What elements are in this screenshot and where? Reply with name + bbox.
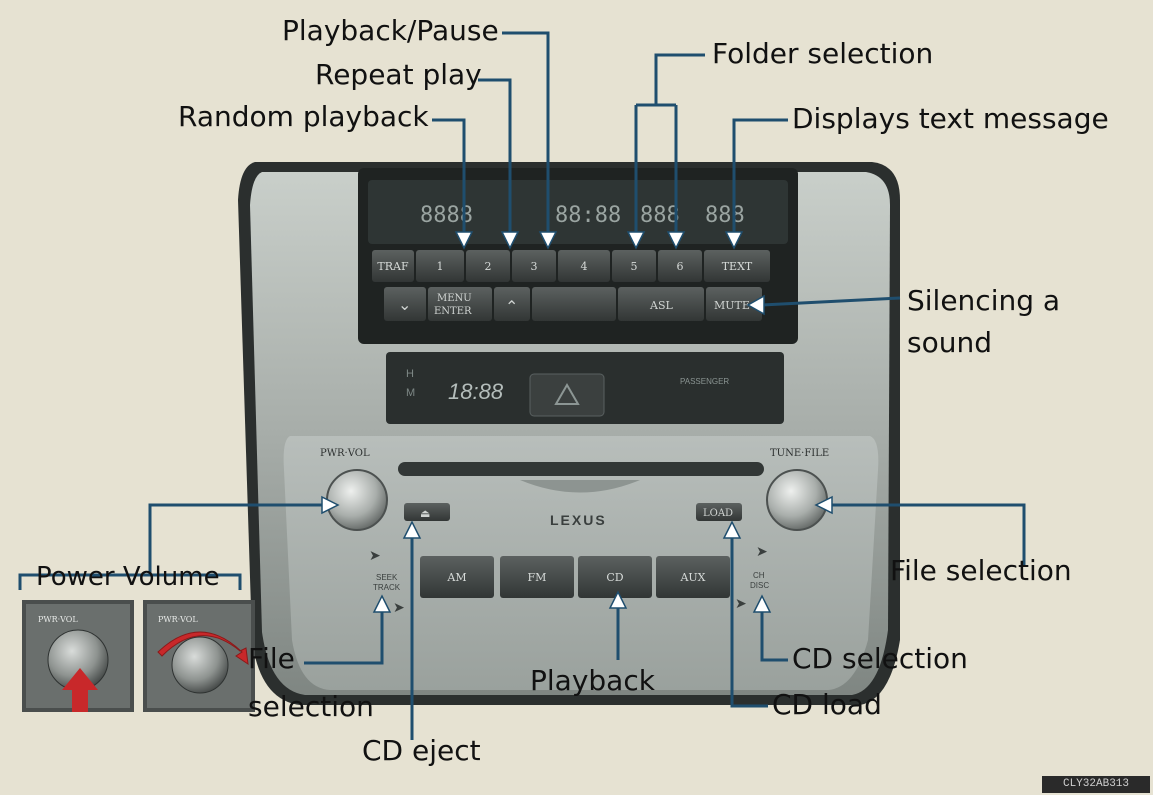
callout-displays-text-message: Displays text message: [792, 100, 1109, 138]
inset-turn-label: PWR·VOL: [158, 615, 198, 624]
preset-traf-label: TRAF: [377, 260, 409, 273]
svg-text:888: 888: [640, 203, 680, 228]
menu-enter-label-1: MENU: [437, 293, 472, 304]
preset-4-label: 4: [581, 260, 588, 273]
inset-press-label: PWR·VOL: [38, 615, 78, 624]
source-cd-label: CD: [606, 571, 623, 584]
svg-text:888: 888: [705, 203, 745, 228]
mute-label: MUTE: [714, 299, 750, 312]
chevron-up-icon: ⌃: [505, 299, 518, 316]
seek-down-icon[interactable]: ➤: [393, 599, 405, 615]
callout-playback: Playback: [530, 662, 655, 700]
callout-playback-pause: Playback/Pause: [282, 12, 499, 50]
ch-disc-down-icon[interactable]: ➤: [735, 595, 747, 611]
ch-disc-label-2: DISC: [750, 581, 769, 590]
clock-m-label: M: [406, 387, 415, 399]
svg-text:88:88: 88:88: [555, 203, 621, 228]
pwr-vol-label: PWR·VOL: [320, 448, 370, 459]
hazard-button[interactable]: [530, 374, 604, 416]
seek-up-icon[interactable]: ➤: [369, 547, 381, 563]
tune-file-label: TUNE·FILE: [770, 448, 829, 459]
seek-track-label-1: SEEK: [376, 573, 398, 582]
preset-2-label: 2: [485, 260, 492, 273]
callout-file-selection-left-2: selection: [248, 688, 374, 726]
preset-3-label: 3: [531, 260, 538, 273]
preset-5-label: 5: [631, 260, 638, 273]
callout-repeat-play: Repeat play: [315, 56, 482, 94]
seek-track-label-2: TRACK: [373, 583, 401, 592]
load-label: LOAD: [703, 508, 733, 519]
clock-readout: 18:88: [448, 379, 504, 404]
callout-file-selection-right: File selection: [890, 552, 1072, 590]
callout-cd-eject: CD eject: [362, 732, 481, 770]
ch-disc-label-1: CH: [753, 571, 765, 580]
callout-random-playback: Random playback: [178, 98, 429, 136]
preset-1-label: 1: [437, 260, 444, 273]
chevron-down-icon: ⌄: [398, 297, 411, 314]
preset-6-label: 6: [677, 260, 684, 273]
callout-silencing-a-sound-1: Silencing a: [907, 282, 1060, 320]
preset-button-row: TRAF 1 2 3 4 5 6 TEXT: [372, 250, 770, 282]
source-fm-label: FM: [528, 571, 547, 584]
callout-power-volume: Power Volume: [36, 562, 220, 592]
callout-silencing-a-sound-2: sound: [907, 324, 992, 362]
callout-cd-selection: CD selection: [792, 640, 968, 678]
tune-file-knob[interactable]: [767, 470, 827, 530]
inset-turn-knob: [172, 637, 228, 693]
image-code: CLY32AB313: [1042, 776, 1150, 793]
cd-slot: [398, 462, 764, 476]
ch-disc-up-icon[interactable]: ➤: [756, 543, 768, 559]
asl-label: ASL: [649, 299, 673, 312]
source-aux-label: AUX: [679, 571, 705, 584]
passenger-label: PASSENGER: [680, 377, 729, 386]
eject-icon: ⏏: [420, 508, 430, 520]
callout-cd-load: CD load: [772, 686, 882, 724]
source-am-label: AM: [446, 571, 466, 584]
preset-text-label: TEXT: [722, 260, 753, 273]
callout-folder-selection: Folder selection: [712, 35, 933, 73]
clock-h-label: H: [406, 368, 414, 380]
blank-button[interactable]: [532, 287, 616, 321]
callout-file-selection-left-1: File: [248, 640, 295, 678]
menu-enter-label-2: ENTER: [434, 306, 472, 317]
power-volume-knob[interactable]: [327, 470, 387, 530]
brand-logo: LEXUS: [550, 512, 607, 528]
